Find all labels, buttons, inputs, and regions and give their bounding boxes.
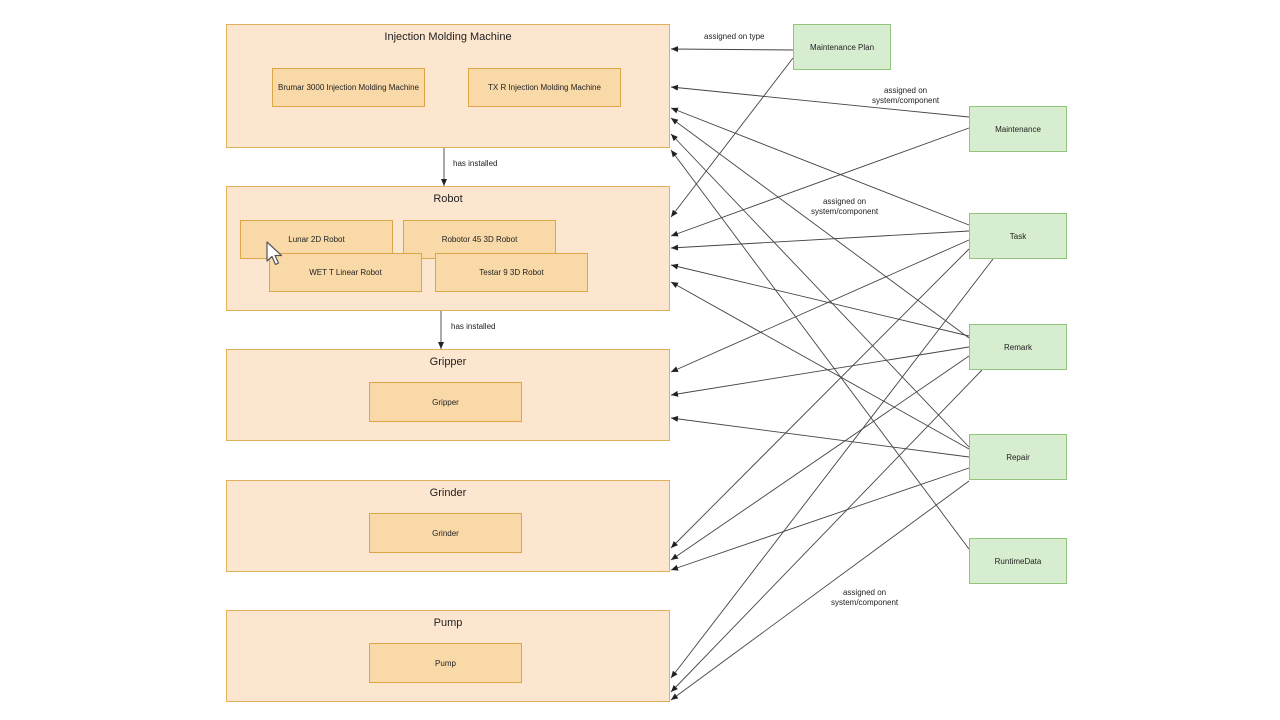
label-line-2: system/component — [872, 96, 940, 105]
edge-maintenance-to-robot — [670, 127, 970, 237]
mouse-pointer-icon — [266, 241, 283, 266]
edge-task-to-pump — [670, 258, 994, 679]
group-title: Gripper — [429, 356, 467, 368]
entity-repair[interactable]: Repair — [969, 434, 1067, 480]
edge-plan-to-imm — [670, 46, 794, 53]
group-title: Pump — [433, 617, 463, 629]
group-title: Robot — [433, 193, 463, 205]
item-brumar-3000[interactable]: Brumar 3000 Injection Molding Machine — [272, 68, 425, 107]
item-testar-9-3d-robot[interactable]: Testar 9 3D Robot — [435, 253, 588, 292]
group-title: Injection Molding Machine — [384, 31, 512, 43]
group-title: Grinder — [429, 487, 467, 499]
label-assigned-on-type: assigned on type — [704, 32, 765, 41]
edge-remark-to-pump — [670, 369, 983, 693]
label-line-1: assigned on — [822, 197, 867, 206]
label-assigned-system-component-3: assigned on system/component — [831, 588, 898, 608]
edge-repair-to-gripper — [670, 415, 970, 458]
edge-task-to-gripper — [670, 239, 970, 373]
item-gripper[interactable]: Gripper — [369, 382, 522, 422]
edge-repair-to-pump — [670, 480, 970, 701]
edge-maintenance-to-imm — [670, 84, 970, 118]
edge-task-to-robot — [670, 230, 970, 251]
edge-runtime-to-imm — [670, 149, 970, 550]
edge-remark-to-robot — [670, 263, 970, 337]
entity-maintenance[interactable]: Maintenance — [969, 106, 1067, 152]
group-robot[interactable]: Robot Lunar 2D Robot Robotor 45 3D Robot… — [226, 186, 670, 311]
label-line-2: system/component — [811, 207, 879, 216]
item-pump[interactable]: Pump — [369, 643, 522, 683]
edge-remark-to-gripper — [670, 346, 970, 397]
item-grinder[interactable]: Grinder — [369, 513, 522, 553]
item-lunar-2d-robot[interactable]: Lunar 2D Robot — [240, 220, 393, 259]
edge-remark-to-grinder — [670, 355, 970, 561]
entity-runtime-data[interactable]: RuntimeData — [969, 538, 1067, 584]
edge-remark-to-imm — [670, 117, 970, 339]
entity-task[interactable]: Task — [969, 213, 1067, 259]
label-has-installed-2: has installed — [451, 322, 496, 331]
label-line-1: assigned on — [883, 86, 928, 95]
item-tx-r[interactable]: TX R Injection Molding Machine — [468, 68, 621, 107]
edge-repair-to-imm — [670, 133, 970, 448]
group-grinder[interactable]: Grinder Grinder — [226, 480, 670, 572]
edge-task-to-imm — [670, 107, 970, 226]
label-assigned-system-component-1: assigned on system/component — [872, 86, 939, 106]
edge-task-to-grinder — [670, 248, 970, 549]
edge-repair-to-grinder — [670, 467, 970, 571]
item-wet-t-linear-robot[interactable]: WET T Linear Robot — [269, 253, 422, 292]
group-pump[interactable]: Pump Pump — [226, 610, 670, 702]
label-line-2: system/component — [831, 598, 899, 607]
label-assigned-system-component-2: assigned on system/component — [811, 197, 878, 217]
edge-plan-to-robot — [670, 57, 794, 218]
edge-repair-to-robot — [670, 281, 970, 450]
group-injection-molding-machine[interactable]: Injection Molding Machine Brumar 3000 In… — [226, 24, 670, 148]
entity-maintenance-plan[interactable]: Maintenance Plan — [793, 24, 891, 70]
group-gripper[interactable]: Gripper Gripper — [226, 349, 670, 441]
entity-remark[interactable]: Remark — [969, 324, 1067, 370]
label-line-1: assigned on — [842, 588, 887, 597]
label-has-installed-1: has installed — [453, 159, 498, 168]
